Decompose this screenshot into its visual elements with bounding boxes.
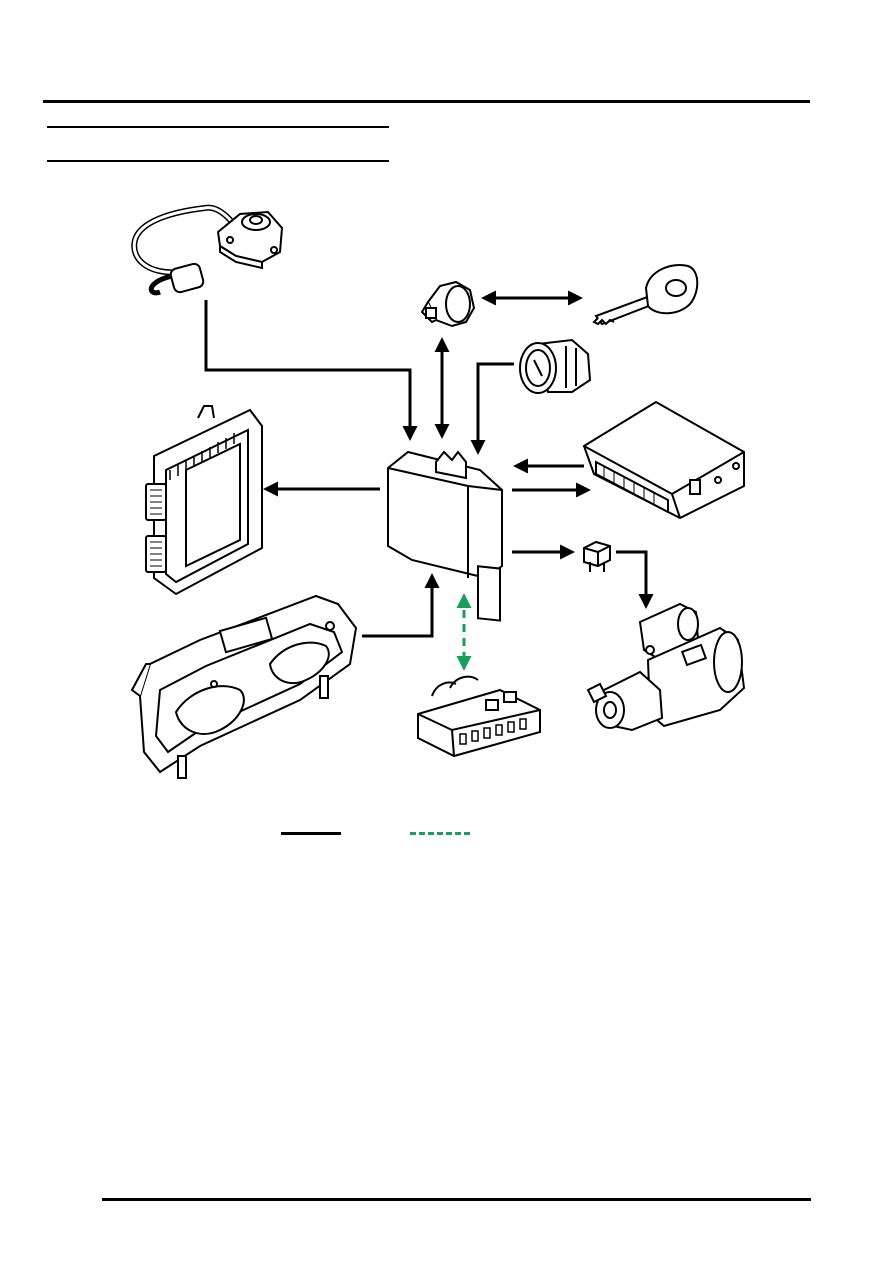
ignition-switch-icon <box>519 338 592 394</box>
gear-position-switch-icon <box>131 204 284 296</box>
key-icon <box>592 264 699 326</box>
header-rule-short-1 <box>47 126 389 128</box>
immobiliser-ecu-icon <box>387 450 503 622</box>
starter-motor-icon <box>586 602 746 732</box>
instrument-immobiliser-link <box>362 573 440 638</box>
gear-switch-immobiliser-link <box>204 300 418 441</box>
instrument-pack-icon <box>130 594 358 779</box>
header-rule-short-2 <box>47 160 389 162</box>
diagnostic-socket-icon <box>417 675 541 758</box>
ignition-immobiliser-link <box>470 362 514 455</box>
legend-hardwired-line <box>281 832 341 835</box>
relay-icon <box>583 540 611 572</box>
footer-rule <box>102 1198 811 1201</box>
transponder-coil-icon <box>420 280 476 328</box>
ecm-icon <box>145 405 263 596</box>
legend-diagnostic-line <box>410 832 470 835</box>
relay-starter-link <box>616 550 654 609</box>
header-rule-top <box>43 100 810 103</box>
bcu-icon <box>582 400 745 520</box>
